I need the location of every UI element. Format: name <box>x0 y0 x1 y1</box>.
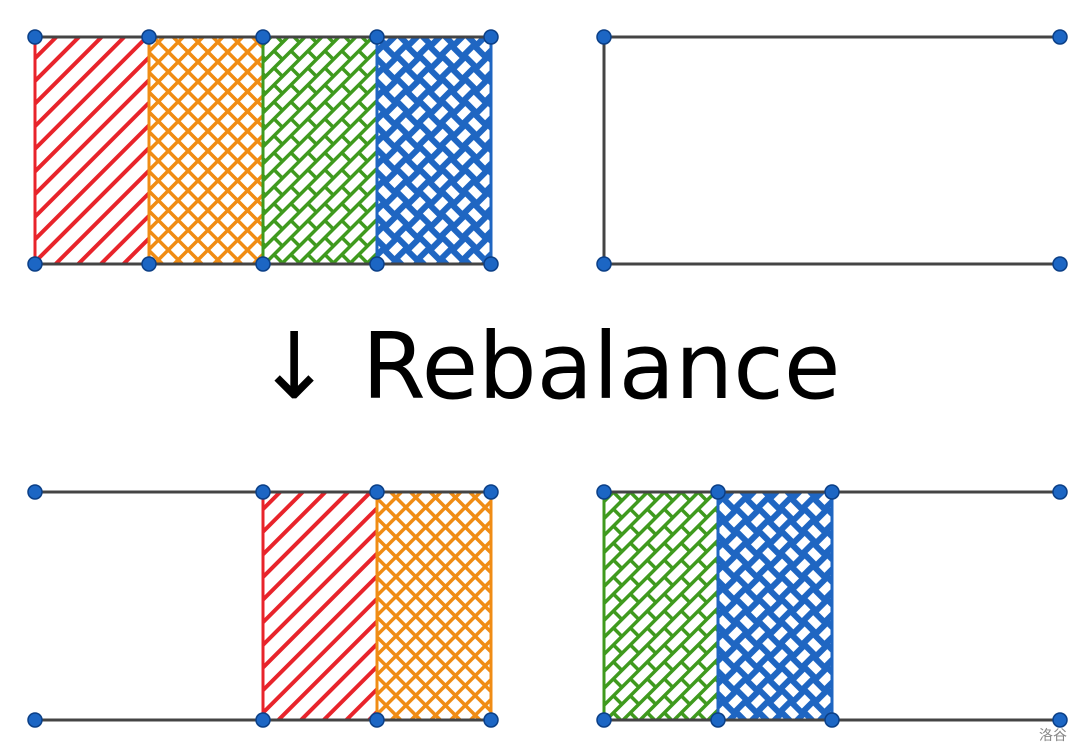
after-right-node-0-top <box>596 484 612 500</box>
after-right-node-3-top <box>1052 484 1068 500</box>
before-left-node-3-bottom <box>369 256 385 272</box>
before-right-node-0-bottom <box>596 256 612 272</box>
before-left-node-0-top <box>27 29 43 45</box>
after-left-node-2-bottom <box>369 712 385 728</box>
cells-layer <box>33 35 834 722</box>
watermark-text: 洛谷 <box>1039 728 1067 744</box>
before-left-cell-orange <box>147 35 265 266</box>
after-right-node-2-bottom <box>824 712 840 728</box>
after-right-cell-blue <box>716 490 834 722</box>
before-left-node-1-top <box>141 29 157 45</box>
after-left-cell-orange <box>375 490 493 722</box>
after-right-node-1-bottom <box>710 712 726 728</box>
after-right-node-2-top <box>824 484 840 500</box>
before-left-node-0-bottom <box>27 256 43 272</box>
before-left-node-3-top <box>369 29 385 45</box>
after-left-cell-red <box>261 490 379 722</box>
after-right-cell-green <box>602 490 720 722</box>
before-left-node-2-bottom <box>255 256 271 272</box>
after-left-node-3-bottom <box>483 712 499 728</box>
after-left-node-1-top <box>255 484 271 500</box>
rebalance-caption: ↓ Rebalance <box>256 313 841 420</box>
after-left-node-0-top <box>27 484 43 500</box>
after-left-node-3-top <box>483 484 499 500</box>
before-right-node-1-bottom <box>1052 256 1068 272</box>
after-left-node-2-top <box>369 484 385 500</box>
before-right-node-0-top <box>596 29 612 45</box>
before-left-cell-red <box>33 35 151 266</box>
after-right-node-0-bottom <box>596 712 612 728</box>
before-left-node-1-bottom <box>141 256 157 272</box>
before-left-node-2-top <box>255 29 271 45</box>
before-right-node-1-top <box>1052 29 1068 45</box>
before-left-cell-blue <box>375 35 493 266</box>
after-right-node-1-top <box>710 484 726 500</box>
after-right-node-3-bottom <box>1052 712 1068 728</box>
before-left-node-4-bottom <box>483 256 499 272</box>
before-left-cell-green <box>261 35 379 266</box>
after-left-node-1-bottom <box>255 712 271 728</box>
before-left-node-4-top <box>483 29 499 45</box>
nodes-layer <box>27 29 1068 728</box>
after-left-node-0-bottom <box>27 712 43 728</box>
